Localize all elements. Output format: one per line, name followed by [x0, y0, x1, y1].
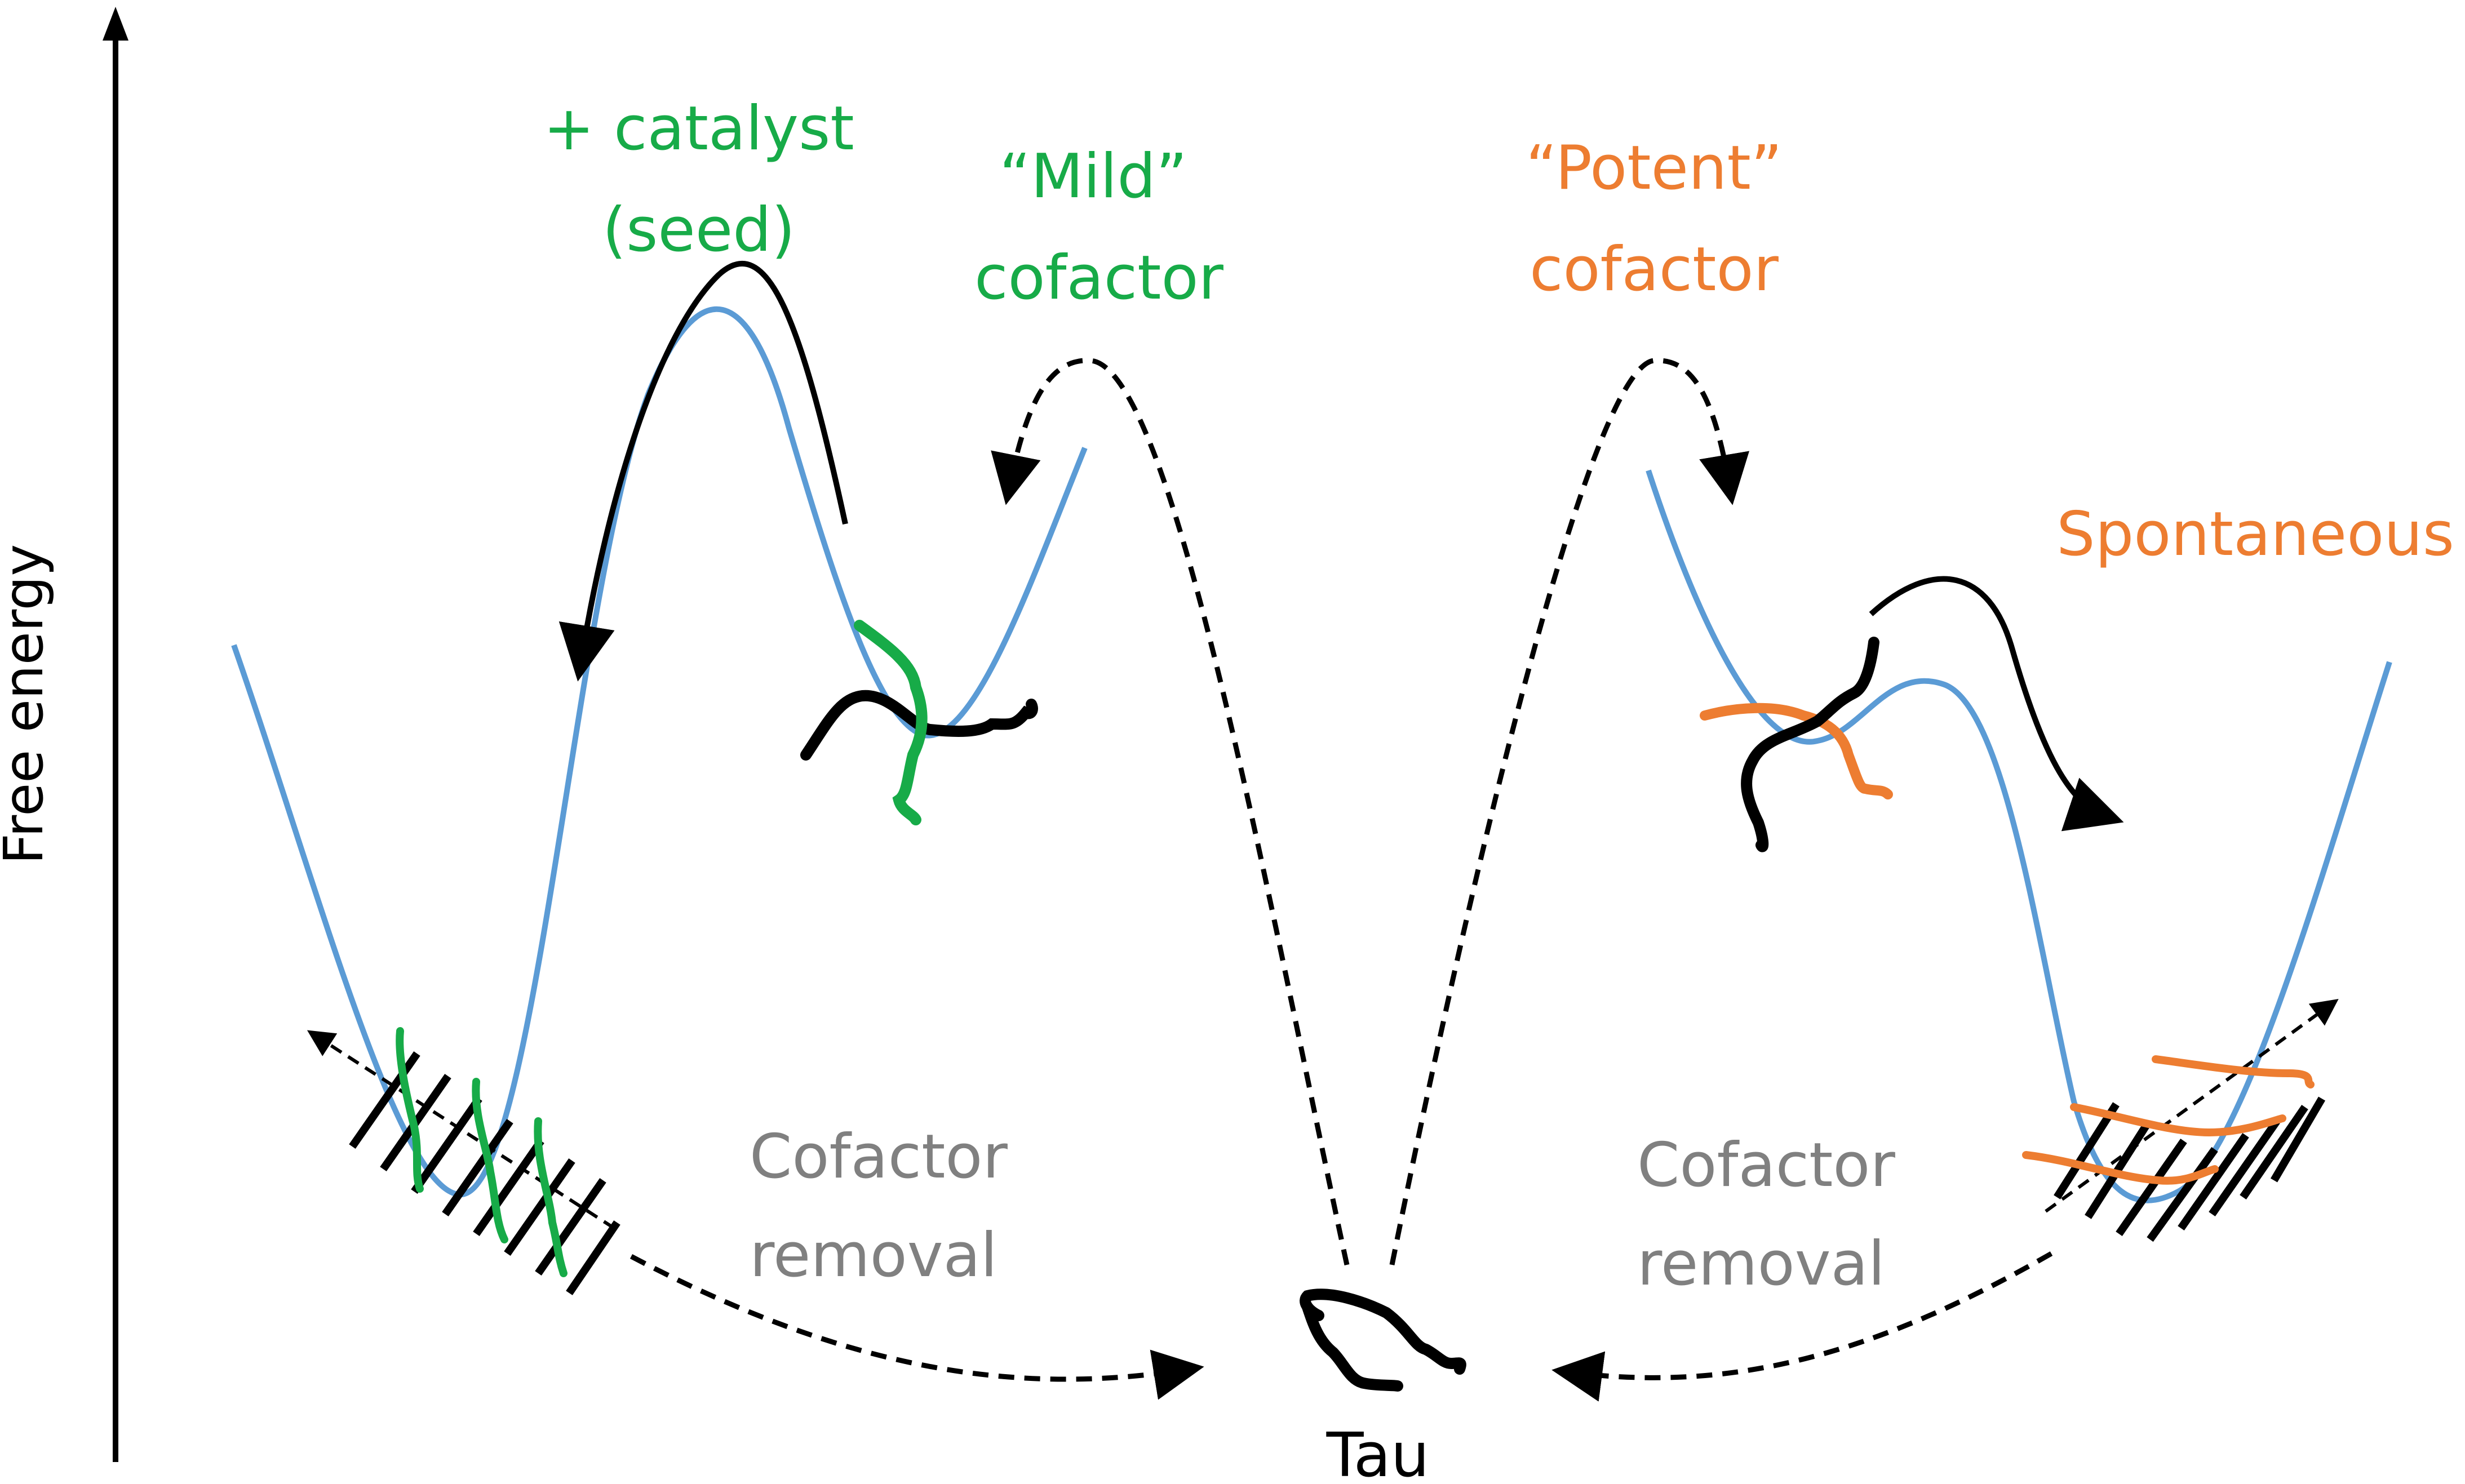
- cofactor-removal-left-line1: Cofactor: [750, 1122, 1008, 1192]
- tau-monomer: [1300, 1288, 1466, 1392]
- left-fibril-strands: [396, 1027, 568, 1277]
- left-fibril-axis-arrow: [307, 1030, 615, 1230]
- right-fibril-axis-arrow: [2045, 998, 2339, 1213]
- mild-cofactor-arrow: [991, 358, 1350, 1265]
- cofactor-removal-left-line2: removal: [750, 1220, 997, 1291]
- mild-intermediate-cofactor-chain: [854, 620, 928, 825]
- mild-intermediate-tau-chain: [800, 690, 1038, 761]
- catalyst-label-line2: (seed): [602, 195, 795, 265]
- left-fibril: [349, 1051, 620, 1295]
- cofactor-removal-left-arrow: [629, 1254, 1204, 1400]
- potent-cofactor-arrow: [1389, 358, 1750, 1265]
- right-fibril-strands: [2022, 1055, 2315, 1185]
- catalyst-label-line1: + catalyst: [543, 94, 854, 164]
- y-axis-label: Free energy: [0, 544, 55, 865]
- cofactor-removal-right-arrow: [1551, 1251, 2053, 1402]
- spontaneous-label: Spontaneous: [2056, 499, 2454, 570]
- mild-cofactor-label-line2: cofactor: [974, 243, 1223, 313]
- potent-intermediate-tau-chain: [1741, 637, 1879, 852]
- left-energy-curve: [231, 306, 1088, 1198]
- mild-cofactor-label-line1: “Mild”: [999, 141, 1187, 212]
- tau-label: Tau: [1326, 1420, 1430, 1484]
- cofactor-removal-right-line2: removal: [1637, 1229, 1885, 1299]
- catalyst-arrow: [558, 261, 848, 682]
- y-axis-arrowhead: [103, 7, 128, 41]
- potent-cofactor-label-line2: cofactor: [1529, 234, 1779, 305]
- potent-cofactor-label-line1: “Potent”: [1526, 133, 1783, 203]
- spontaneous-arrow: [1869, 576, 2124, 832]
- cofactor-removal-right-line1: Cofactor: [1637, 1130, 1895, 1201]
- potent-intermediate-cofactor-chain: [1700, 703, 1893, 799]
